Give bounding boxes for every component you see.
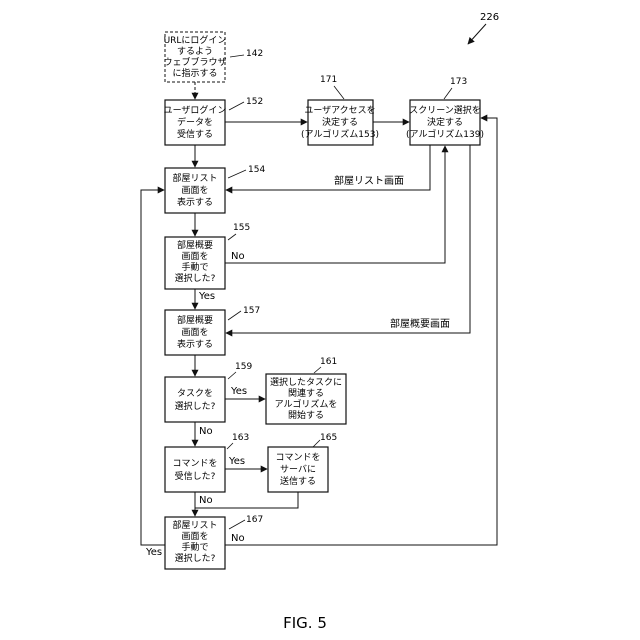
node-171-ref: 171 [320, 75, 337, 85]
node-152: ユーザログイン データを 受信する 152 [164, 97, 264, 145]
node-154-line-3: 表示する [177, 196, 213, 208]
node-154-ref: 154 [248, 165, 265, 175]
node-159-line-2: 選択した? [175, 400, 216, 412]
node-167: 部屋リスト 画面を 手動で 選択した? 167 [165, 515, 263, 569]
node-142: URLにログイン するよう ウェブブラウザ に指示する 142 [163, 32, 263, 82]
node-173-ref: 173 [450, 77, 467, 87]
node-165-line-1: コマンドを [275, 452, 320, 463]
label-167-yes: Yes [145, 547, 162, 558]
label-163-yes: Yes [228, 456, 245, 467]
figure-number-arrow [468, 24, 486, 44]
label-163-no: No [199, 495, 213, 506]
node-161-line-3: アルゴリズムを [275, 398, 338, 410]
node-173-line-1: スクリーン選択を [409, 104, 481, 116]
node-161-line-2: 関連する [288, 387, 324, 399]
node-161: 選択したタスクに 関連する アルゴリズムを 開始する 161 [266, 357, 346, 424]
node-163-ref: 163 [232, 433, 249, 443]
node-167-line-2: 画面を [181, 531, 208, 542]
node-142-line-3: ウェブブラウザ [163, 56, 226, 68]
node-155-line-3: 手動で [181, 261, 208, 273]
node-152-line-3: 受信する [177, 128, 213, 140]
node-163-line-2: 受信した? [175, 470, 216, 482]
node-167-line-4: 選択した? [175, 552, 216, 564]
node-159-ref: 159 [235, 362, 252, 372]
node-161-line-1: 選択したタスクに [270, 376, 342, 388]
node-167-line-3: 手動で [181, 541, 208, 553]
node-157-line-2: 画面を [181, 327, 208, 338]
label-159-no: No [199, 426, 213, 437]
label-room-list-screen: 部屋リスト画面 [334, 174, 404, 187]
node-171-line-2: 決定する [322, 116, 358, 128]
node-142-line-2: するよう [177, 46, 213, 57]
node-142-line-4: に指示する [172, 67, 217, 79]
node-152-ref: 152 [246, 97, 263, 107]
node-159-line-1: タスクを [177, 388, 213, 399]
node-173-line-3: (アルゴリズム139) [406, 128, 484, 140]
node-155-line-4: 選択した? [175, 272, 216, 284]
node-171-line-1: ユーザアクセスを [304, 105, 375, 116]
node-142-ref: 142 [246, 49, 263, 59]
node-155-line-1: 部屋概要 [177, 239, 213, 251]
node-154: 部屋リスト 画面を 表示する 154 [165, 165, 265, 213]
label-room-summary-screen: 部屋概要画面 [390, 317, 450, 330]
node-173-line-2: 決定する [427, 116, 463, 128]
node-165-line-2: サーバに [280, 464, 316, 475]
node-152-line-2: データを [177, 116, 213, 128]
node-167-line-1: 部屋リスト [172, 519, 217, 531]
node-157-ref: 157 [243, 306, 260, 316]
node-142-line-1: URLにログイン [164, 34, 227, 46]
node-154-line-1: 部屋リスト [172, 172, 217, 184]
label-155-yes: Yes [198, 291, 215, 302]
node-155-ref: 155 [233, 223, 250, 233]
label-159-yes: Yes [230, 386, 247, 397]
figure-caption: FIG. 5 [283, 614, 327, 632]
node-165-ref: 165 [320, 433, 337, 443]
node-157-line-1: 部屋概要 [177, 314, 213, 326]
node-161-ref: 161 [320, 357, 337, 367]
node-157-line-3: 表示する [177, 338, 213, 350]
label-155-no: No [231, 251, 245, 262]
node-152-line-1: ユーザログイン [164, 104, 227, 116]
figure-number: 226 [480, 12, 499, 23]
node-171-line-3: (アルゴリズム153) [301, 128, 379, 140]
node-163-line-1: コマンドを [172, 458, 217, 469]
node-171: ユーザアクセスを 決定する (アルゴリズム153) 171 [301, 75, 379, 145]
node-155-line-2: 画面を [181, 251, 208, 262]
node-167-ref: 167 [246, 515, 263, 525]
node-173: スクリーン選択を 決定する (アルゴリズム139) 173 [406, 77, 484, 145]
node-157: 部屋概要 画面を 表示する 157 [165, 306, 260, 355]
label-167-no: No [231, 533, 245, 544]
node-165-line-3: 送信する [280, 475, 316, 487]
node-154-line-2: 画面を [181, 185, 208, 196]
node-165: コマンドを サーバに 送信する 165 [268, 433, 337, 492]
node-161-line-4: 開始する [288, 409, 324, 421]
